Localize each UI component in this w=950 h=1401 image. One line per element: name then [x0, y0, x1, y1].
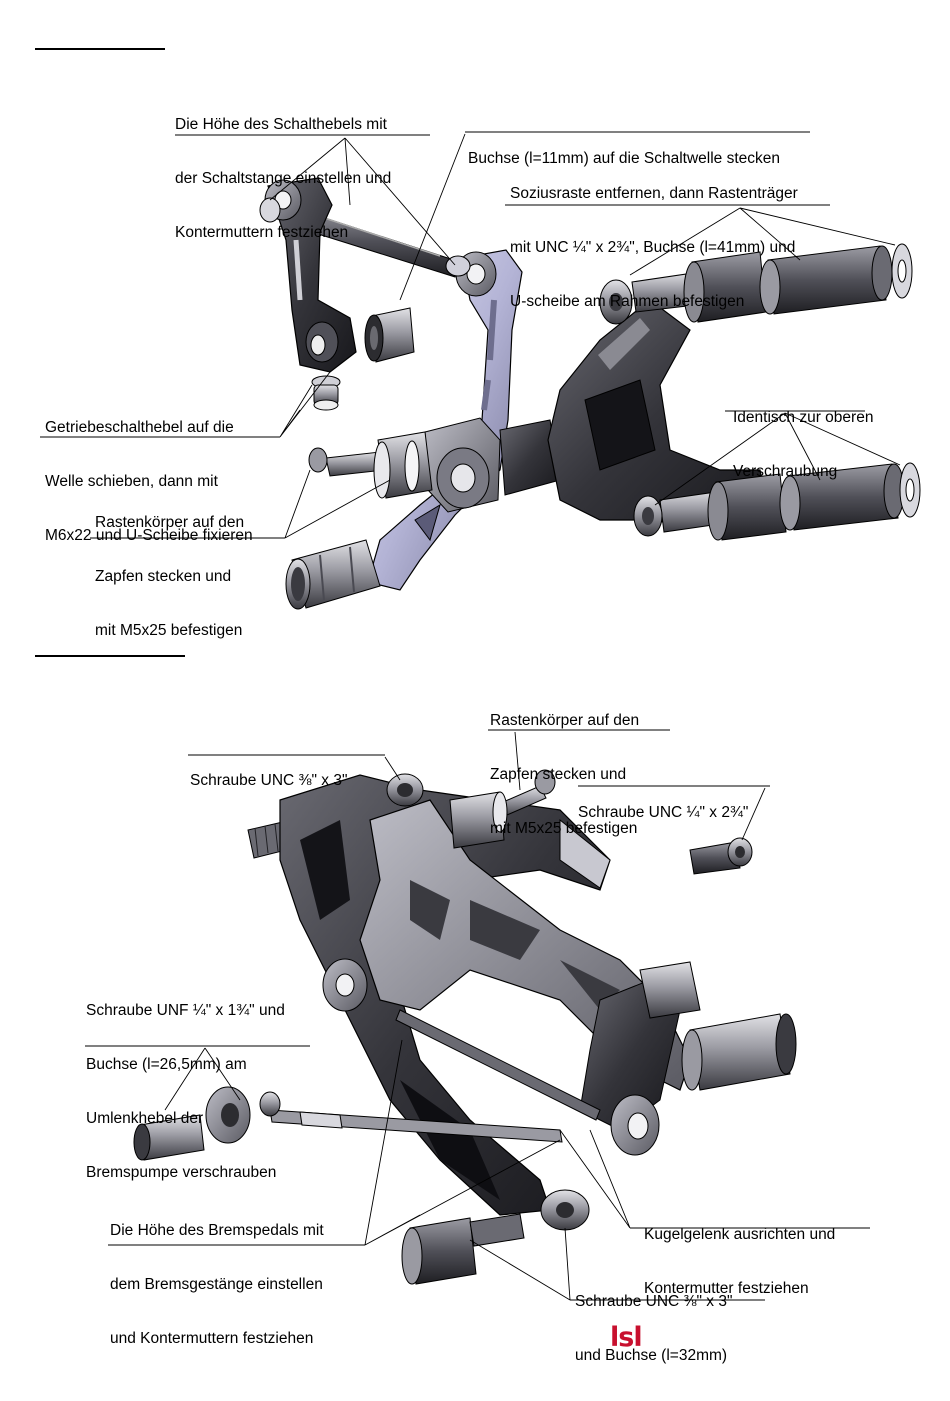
label-line: Zapfen stecken und	[490, 766, 627, 783]
bottom-label-bolt-unc-38-top: Schraube UNC ⅜" x 3"	[190, 736, 347, 826]
label-line: Soziusraste entfernen, dann Rastenträger	[510, 185, 798, 202]
top-label-gear-lever-fix: Getriebeschalthebel auf die Welle schieb…	[45, 383, 253, 581]
label-line: Rastenkörper auf den	[95, 514, 245, 531]
bolt-unc-14	[689, 837, 753, 875]
label-line: dem Bremsgestänge einstellen	[110, 1276, 323, 1293]
label-line: mit UNC ¼" x 2¾", Buchse (l=41mm) und	[510, 239, 796, 256]
label-line: Umlenkhebel der	[86, 1110, 204, 1127]
label-line: Rastenkörper auf den	[490, 712, 640, 729]
pivot-block	[424, 417, 561, 513]
pivot-bore	[335, 973, 355, 997]
label-line: Schraube UNC ¼" x 2¾"	[578, 804, 749, 821]
label-line: Die Höhe des Bremspedals mit	[110, 1222, 324, 1239]
label-line: Schraube UNC ⅜" x 3"	[190, 772, 348, 789]
label-line: Welle schieben, dann mit	[45, 473, 218, 490]
brake-side-bracket	[279, 774, 611, 1216]
top-label-shift-lever-height: Die Höhe des Schalthebels mit der Schalt…	[175, 80, 391, 278]
label-line: Zapfen stecken und	[95, 568, 232, 585]
label-line: Identisch zur oberen	[733, 409, 874, 426]
bolt-head-top	[386, 773, 424, 807]
bottom-leader-lines	[85, 729, 870, 1301]
footpeg-bottom	[639, 961, 797, 1091]
label-line: Die Höhe des Schalthebels mit	[175, 116, 387, 133]
shift-lever-plate	[367, 249, 523, 591]
top-label-bushing-11mm: Buchse (l=11mm) auf die Schaltwelle stec…	[468, 114, 780, 204]
bottom-label-unf-bolt-bushing: Schraube UNF ¼" x 1¾" und Buchse (l=26,5…	[86, 966, 285, 1218]
label-line: U-scheibe am Rahmen befestigen	[510, 293, 745, 310]
bottom-label-bolt-unc-14: Schraube UNC ¼" x 2¾"	[578, 768, 748, 858]
bottom-section-heading-rule	[35, 655, 185, 657]
bottom-assembly-drawing	[85, 729, 870, 1301]
top-leader-lines	[40, 131, 901, 539]
exploded-assembly-drawing	[40, 131, 921, 1301]
upper-mount-stack	[599, 243, 913, 325]
gear-lever	[259, 177, 357, 373]
brake-rod	[269, 1009, 601, 1143]
top-assembly-drawing	[40, 131, 921, 610]
top-label-identical-mount: Identisch zur oberen Verschraubung	[733, 373, 873, 517]
label-line: Schraube UNF ¼" x 1¾" und	[86, 1002, 285, 1019]
bottom-label-brake-pedal-height: Die Höhe des Bremspedals mit dem Bremsge…	[110, 1186, 324, 1384]
label-line: mit M5x25 befestigen	[95, 622, 243, 639]
label-line: Buchse (l=11mm) auf die Schaltwelle stec…	[468, 150, 781, 167]
label-line: Kontermutter festziehen	[644, 1280, 809, 1297]
label-line: und Buchse (l=32mm)	[575, 1347, 728, 1364]
top-label-pillion-peg-removal: Soziusraste entfernen, dann Rastenträger…	[510, 149, 798, 347]
bottom-label-bolt-unc-38-bottom: Schraube UNC ⅜" x 3" und Buchse (l=32mm)	[575, 1257, 732, 1401]
bolt-unc-38-bottom	[401, 1189, 590, 1285]
assembly-instruction-sheet: Die Höhe des Schalthebels mit der Schalt…	[35, 48, 921, 1364]
peg-pin-and-bolt	[308, 431, 433, 499]
ball-joint-left	[133, 1086, 281, 1161]
footpeg-top	[285, 539, 381, 610]
m6-screw	[311, 375, 341, 411]
label-line: M6x22 und U-Scheibe fixieren	[45, 527, 253, 544]
lower-mount-stack	[633, 462, 921, 541]
footrest-bracket	[547, 299, 771, 526]
bottom-label-ball-joint: Kugelgelenk ausrichten und Kontermutter …	[644, 1190, 835, 1334]
bottom-label-footpeg-mount: Rastenkörper auf den Zapfen stecken und …	[490, 676, 639, 874]
label-line: und Kontermuttern festziehen	[110, 1330, 314, 1347]
peg-pin-and-bolt-bottom	[449, 769, 556, 849]
label-line: Schraube UNC ⅜" x 3"	[575, 1293, 733, 1310]
label-line: Kontermuttern festziehen	[175, 224, 349, 241]
label-line: Verschraubung	[733, 463, 838, 480]
label-line: Kugelgelenk ausrichten und	[644, 1226, 836, 1243]
label-line: mit M5x25 befestigen	[490, 820, 638, 837]
label-line: der Schaltstange einstellen und	[175, 170, 392, 187]
top-label-footpeg-mount: Rastenkörper auf den Zapfen stecken und …	[95, 478, 244, 676]
bushing-11mm	[364, 307, 415, 363]
top-section-heading-rule	[35, 48, 165, 50]
label-line: Getriebeschalthebel auf die	[45, 419, 234, 436]
label-line: Bremspumpe verschrauben	[86, 1164, 277, 1181]
label-line: Buchse (l=26,5mm) am	[86, 1056, 247, 1073]
lsl-logo: lsl	[610, 1322, 643, 1353]
